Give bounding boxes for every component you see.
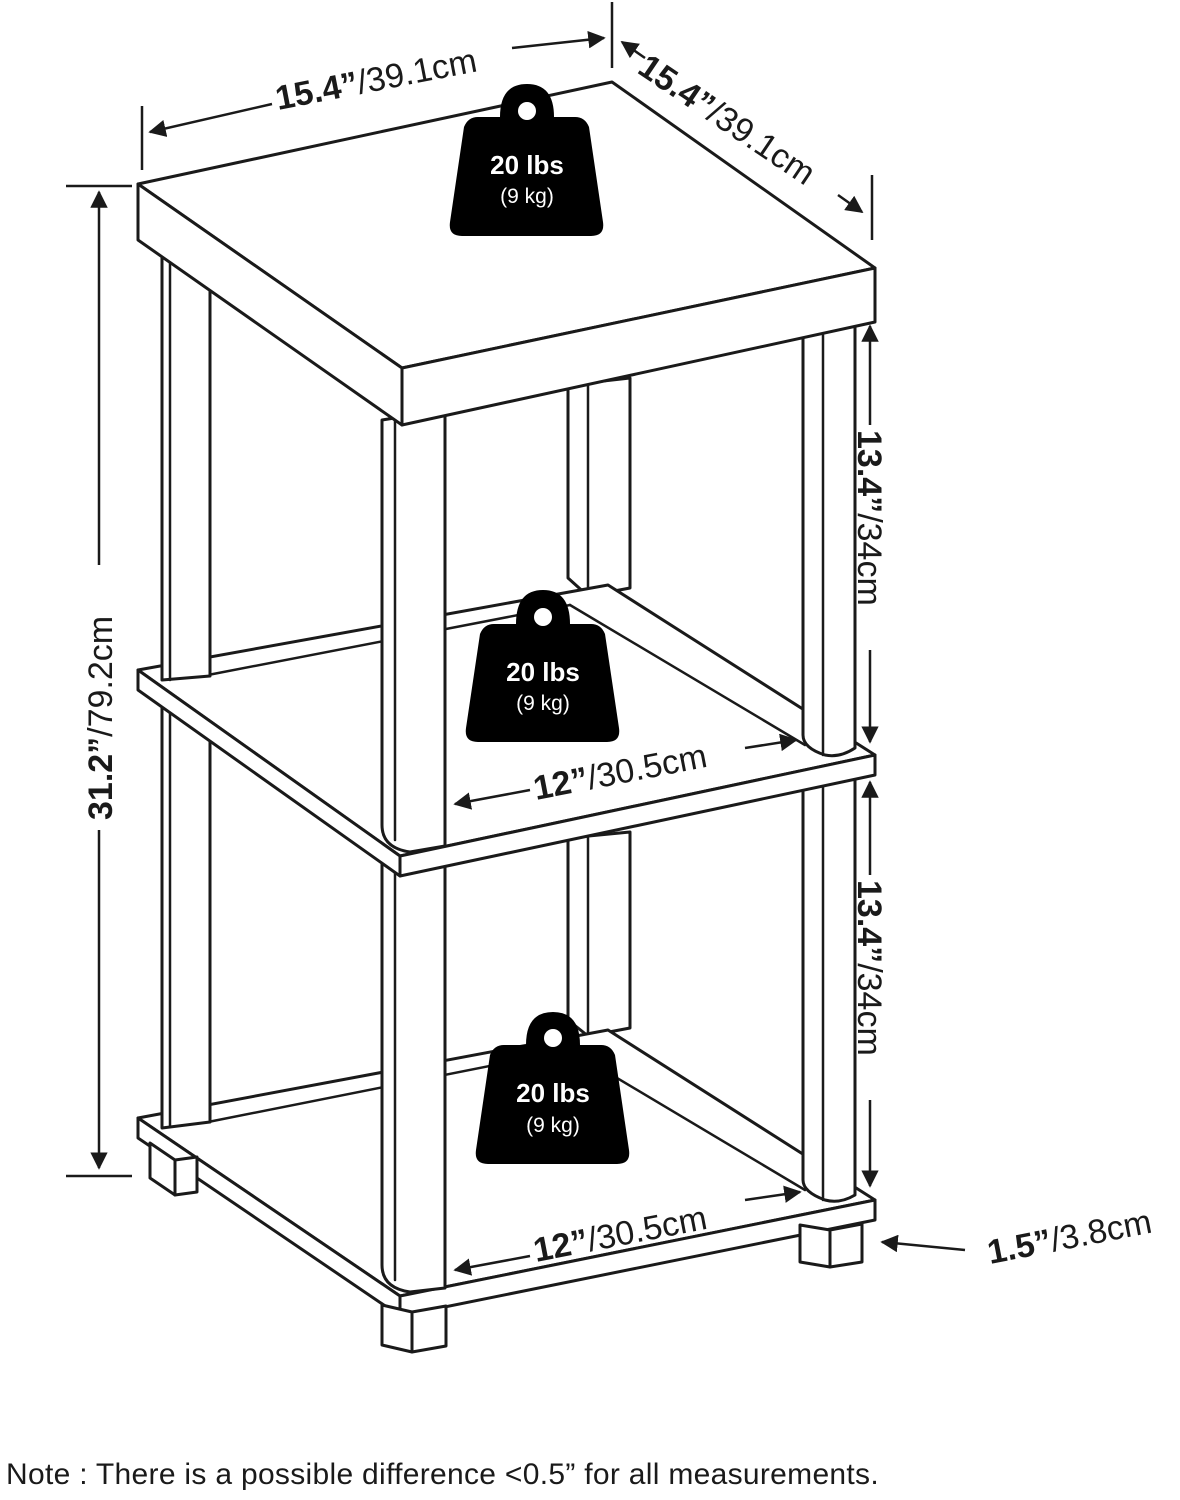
weight-icon-bottom: 20 lbs (9 kg): [475, 1012, 630, 1164]
foot-height-inches: 1.5”: [984, 1222, 1054, 1272]
lower-posts: [160, 698, 857, 1294]
dimension-foot-height: 1.5”/3.8cm: [880, 1203, 1155, 1272]
top-width-inches: 15.4”: [272, 65, 361, 118]
height-cm: /79.2cm: [82, 616, 120, 737]
dimension-lower-gap: 13.4”/34cm: [850, 780, 888, 1188]
weight-capacity-label: 20 lbs: [506, 657, 580, 687]
weight-capacity-label: 20 lbs: [490, 150, 564, 180]
foot-height-cm: /3.8cm: [1047, 1203, 1154, 1260]
upper-posts: [160, 253, 857, 854]
weight-icon-top: 20 lbs (9 kg): [449, 84, 604, 236]
svg-text:13.4”/34cm: 13.4”/34cm: [850, 880, 888, 1056]
svg-text:13.4”/34cm: 13.4”/34cm: [850, 430, 888, 606]
upper-gap-inches: 13.4”: [850, 430, 888, 513]
weight-icon-middle: 20 lbs (9 kg): [465, 590, 620, 742]
feet: [148, 1141, 864, 1354]
svg-text:1.5”/3.8cm: 1.5”/3.8cm: [984, 1203, 1155, 1272]
measurement-note: Note : There is a possible difference <0…: [6, 1458, 879, 1491]
weight-metric-label: (9 kg): [500, 185, 554, 208]
weight-metric-label: (9 kg): [516, 692, 570, 715]
dimension-upper-gap: 13.4”/34cm: [850, 324, 888, 744]
height-inches: 31.2”: [82, 737, 120, 820]
svg-text:15.4”/39.1cm: 15.4”/39.1cm: [272, 42, 480, 118]
weight-capacity-label: 20 lbs: [516, 1078, 590, 1108]
upper-gap-cm: /34cm: [850, 513, 888, 606]
dimension-total-height: 31.2”/79.2cm: [66, 184, 132, 1178]
weight-metric-label: (9 kg): [526, 1114, 580, 1137]
back-posts: [566, 376, 632, 1038]
lower-gap-cm: /34cm: [850, 963, 888, 1056]
top-width-cm: /39.1cm: [354, 42, 480, 102]
lower-gap-inches: 13.4”: [850, 880, 888, 963]
svg-text:31.2”/79.2cm: 31.2”/79.2cm: [82, 616, 120, 820]
